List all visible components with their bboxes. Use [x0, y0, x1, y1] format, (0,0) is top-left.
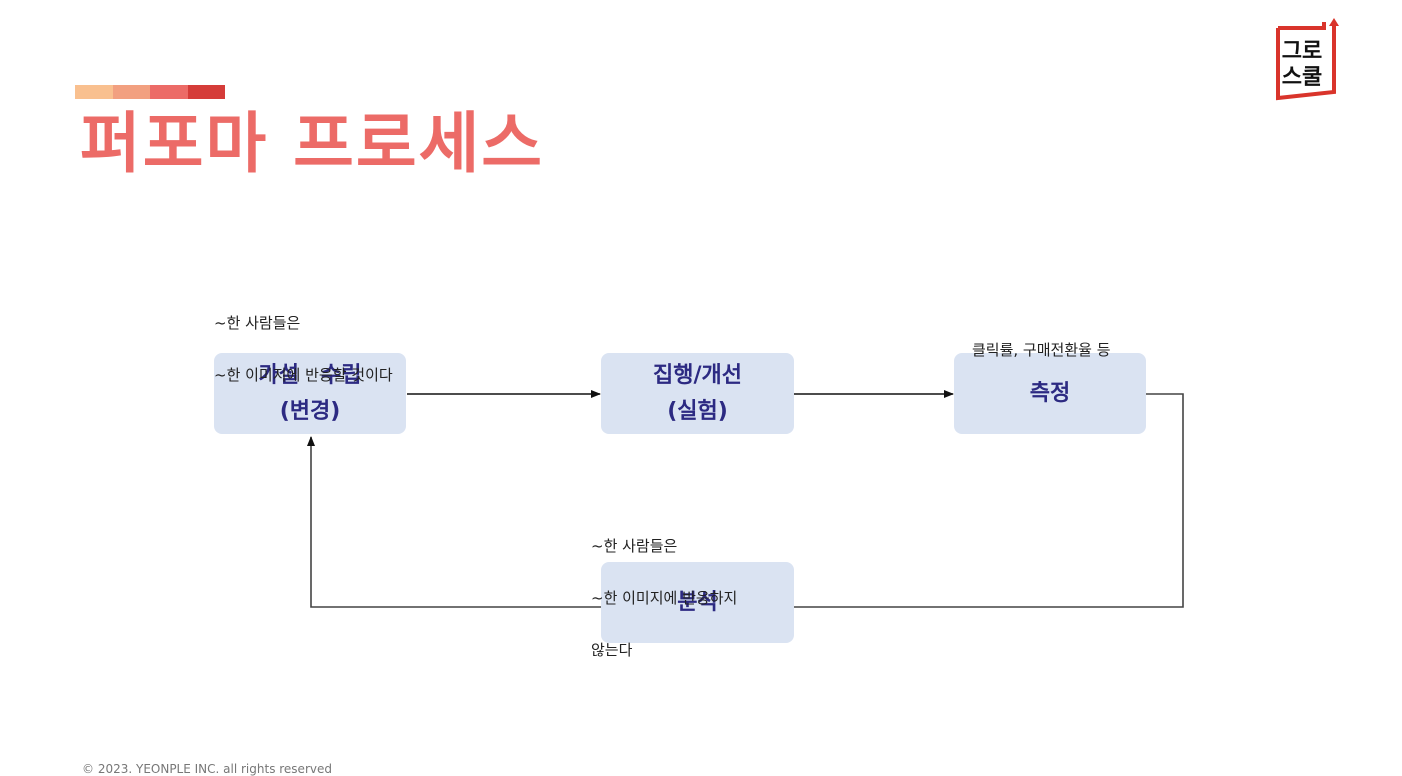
- hypothesis-box: 가설 수립 (변경): [214, 353, 406, 434]
- connector-measure-to-analysis: [794, 393, 1184, 608]
- accent-bar-segment-3: [150, 85, 188, 99]
- hypothesis-note: ~한 사람들은 ~한 이미지에 반응할 것이다: [214, 284, 393, 414]
- measure-box: 측정: [954, 353, 1146, 434]
- copyright-footer: © 2023. YEONPLE INC. all rights reserved: [82, 762, 332, 776]
- arrow-analysis-to-hypothesis: [307, 436, 601, 608]
- analysis-note: ~한 사람들은 ~한 이미지에 반응하지 않는다: [591, 507, 737, 689]
- page-title: 퍼포마 프로세스: [80, 105, 545, 182]
- brand-logo: 그로 스쿨: [1272, 16, 1342, 104]
- hypothesis-note-line2: ~한 이미지에 반응할 것이다: [214, 366, 393, 384]
- analysis-note-line3: 않는다: [591, 641, 633, 659]
- analysis-note-line2: ~한 이미지에 반응하지: [591, 589, 738, 607]
- hypothesis-note-line1: ~한 사람들은: [214, 314, 301, 332]
- analysis-box: 분석: [601, 562, 794, 643]
- analysis-box-title: 분석: [677, 589, 718, 615]
- accent-bar-segment-2: [112, 85, 150, 99]
- execution-box: 집행/개선 (실험): [601, 353, 794, 434]
- accent-bar-segment-4: [187, 85, 225, 99]
- measure-note-line1: 클릭률, 구매전환율 등: [972, 341, 1111, 359]
- accent-color-bar: [75, 85, 225, 99]
- hypothesis-box-title: 가설 수립: [258, 362, 362, 388]
- logo-icon: 그로 스쿨: [1276, 18, 1339, 101]
- measure-note: 클릭률, 구매전환율 등: [972, 311, 1111, 389]
- measure-box-title: 측정: [1029, 380, 1071, 406]
- logo-text-line2: 스쿨: [1282, 65, 1322, 90]
- execution-box-title: 집행/개선: [653, 362, 742, 388]
- accent-bar-segment-1: [75, 85, 113, 99]
- logo-text-line1: 그로: [1282, 39, 1322, 64]
- hypothesis-box-subtitle: (변경): [279, 398, 341, 424]
- execution-box-subtitle: (실험): [667, 398, 728, 424]
- analysis-note-line1: ~한 사람들은: [591, 537, 678, 555]
